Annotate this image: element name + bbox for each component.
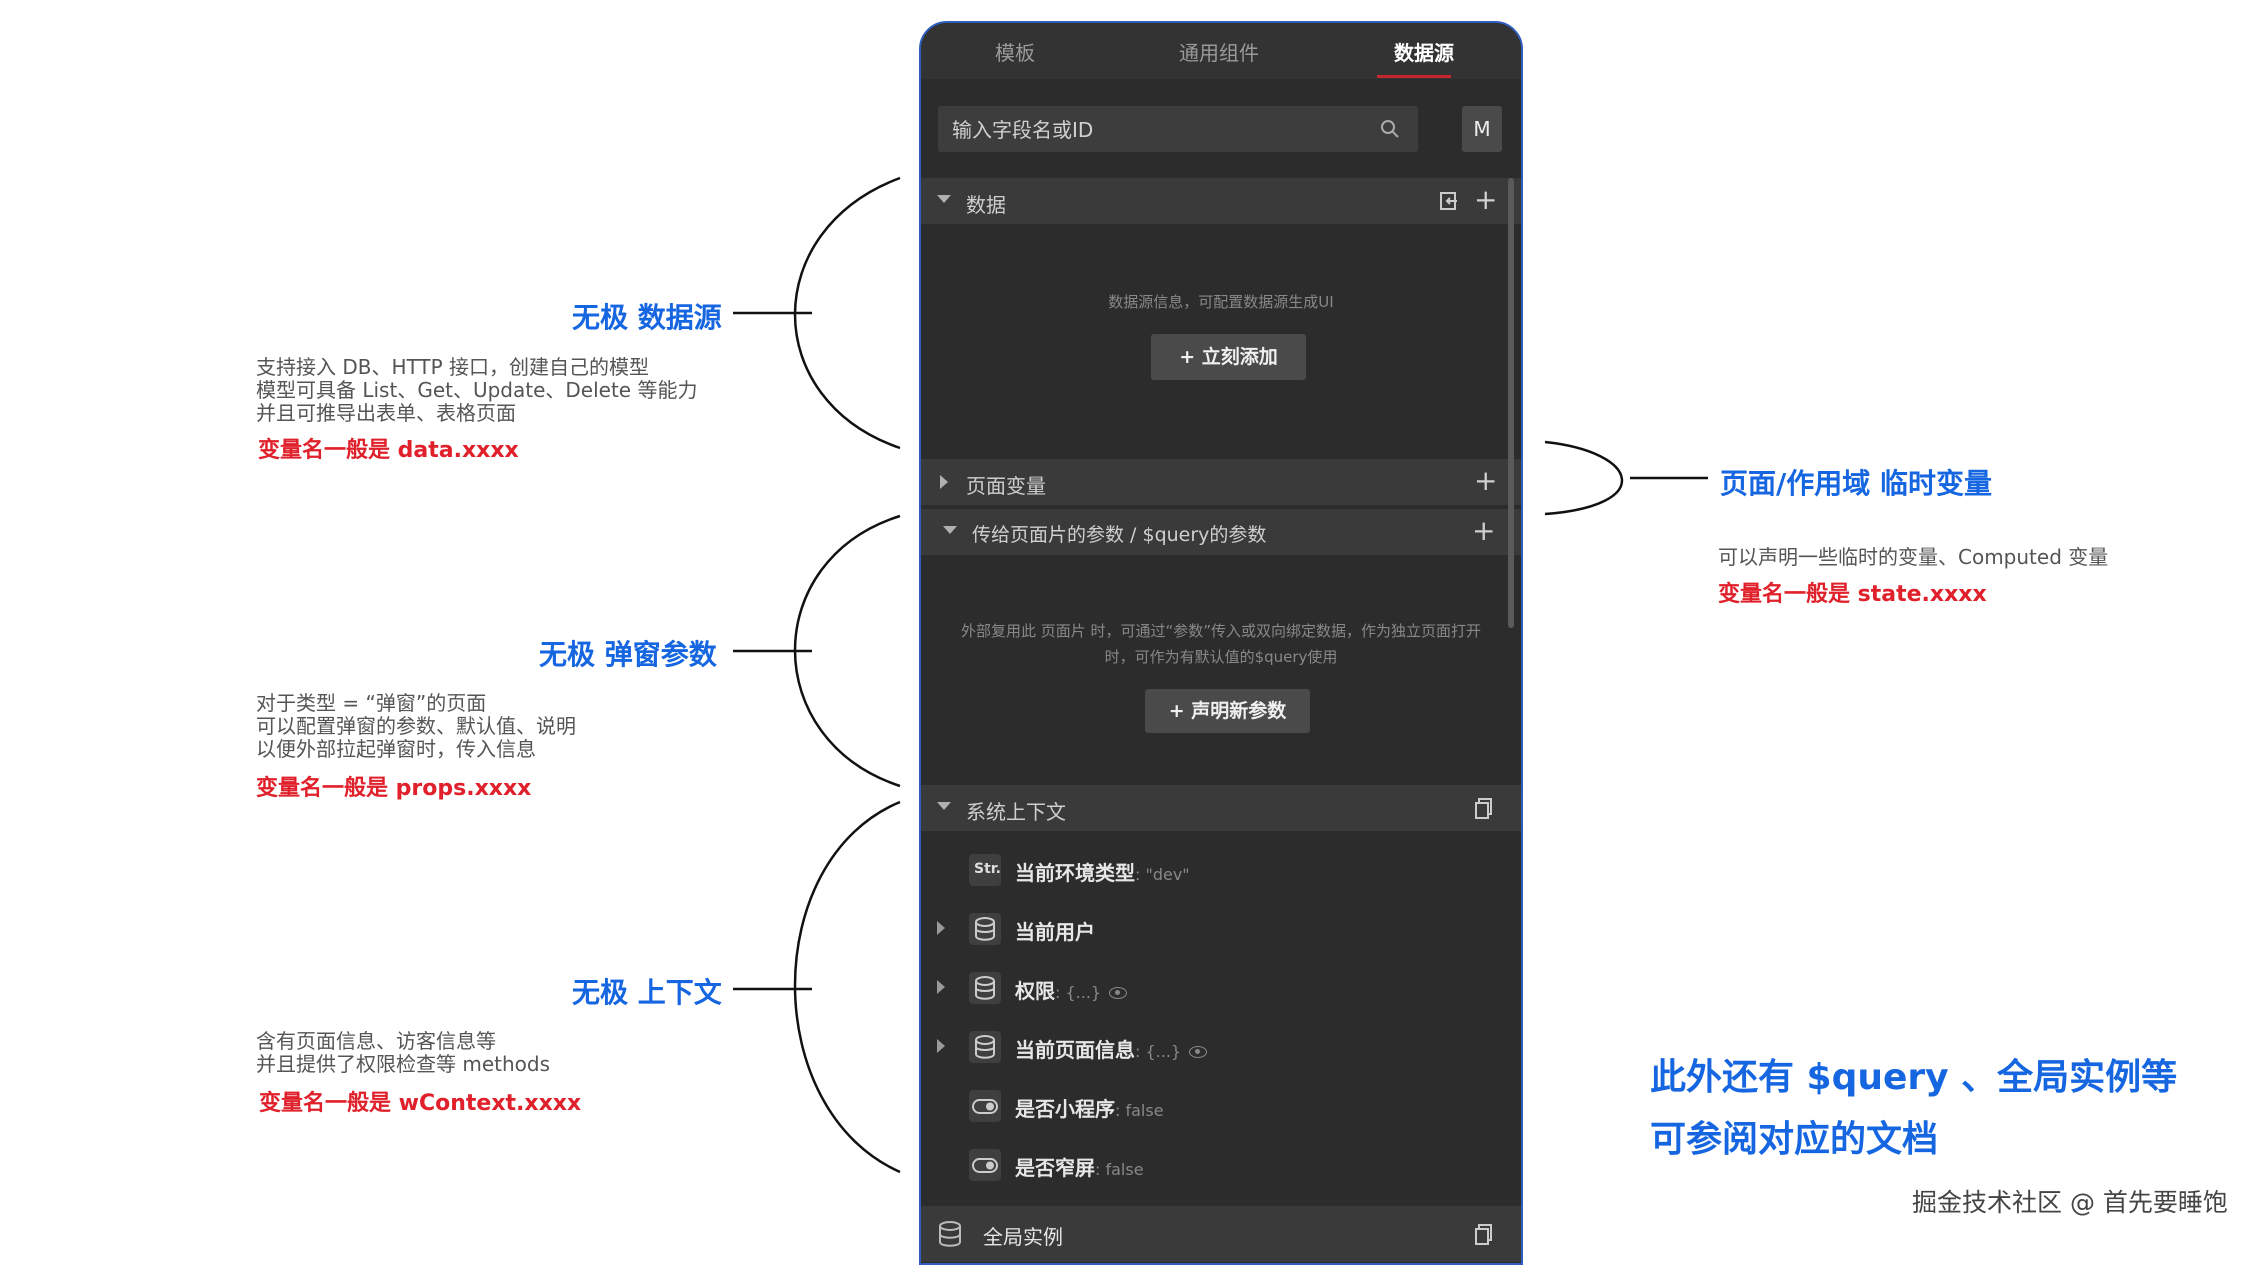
annotation-popup-var: 变量名一般是 props.xxxx bbox=[256, 776, 532, 801]
search-icon[interactable] bbox=[1380, 119, 1400, 139]
annotation-state-desc: 可以声明一些临时的变量、Computed 变量 bbox=[1718, 545, 2109, 569]
context-item[interactable]: 当前页面信息: {...} bbox=[921, 1027, 1521, 1067]
tab-datasource[interactable]: 数据源 bbox=[1394, 41, 1454, 65]
panel-scrollbar[interactable] bbox=[1508, 178, 1514, 628]
section-params-header[interactable]: 传给页面片的参数 / $query的参数 + bbox=[921, 509, 1521, 555]
context-item-value: : "dev" bbox=[1135, 865, 1190, 884]
expand-arrow-icon[interactable] bbox=[937, 921, 945, 935]
eye-icon[interactable] bbox=[1189, 1046, 1208, 1058]
import-icon[interactable] bbox=[1439, 191, 1459, 211]
context-item-label: 是否小程序: false bbox=[1015, 1093, 1164, 1122]
context-item-label: 是否窄屏: false bbox=[1015, 1152, 1144, 1181]
context-item-label: 当前页面信息: {...} bbox=[1015, 1034, 1208, 1063]
context-item-name: 权限 bbox=[1015, 979, 1055, 1003]
context-item-label: 当前环境类型: "dev" bbox=[1015, 857, 1190, 886]
section-data-title: 数据 bbox=[966, 193, 1006, 217]
context-item-name: 当前页面信息 bbox=[1015, 1038, 1135, 1062]
annotation-state-title: 页面/作用域 临时变量 bbox=[1720, 467, 1992, 500]
context-item-value: : {...} bbox=[1055, 983, 1102, 1002]
database-icon bbox=[969, 972, 1001, 1004]
expand-arrow-icon[interactable] bbox=[937, 1039, 945, 1053]
context-item[interactable]: Str. 当前环境类型: "dev" bbox=[921, 850, 1521, 890]
expand-arrow-icon[interactable] bbox=[937, 980, 945, 994]
context-item[interactable]: 当前用户 bbox=[921, 909, 1521, 949]
add-param-icon[interactable]: + bbox=[1472, 514, 1496, 547]
annotation-context-var: 变量名一般是 wContext.xxxx bbox=[259, 1091, 582, 1116]
annotation-popup-title: 无极 弹窗参数 bbox=[539, 638, 717, 671]
toggle-icon bbox=[969, 1090, 1001, 1122]
context-item-name: 当前用户 bbox=[1015, 920, 1095, 944]
context-item-value: : false bbox=[1115, 1101, 1164, 1120]
string-icon: Str. bbox=[969, 854, 1001, 886]
annotation-datasource-var: 变量名一般是 data.xxxx bbox=[258, 438, 519, 463]
collapse-arrow-icon[interactable] bbox=[937, 802, 951, 810]
database-icon bbox=[969, 913, 1001, 945]
annotation-context-title: 无极 上下文 bbox=[572, 976, 722, 1009]
params-hint-line2: 时，可作为有默认值的$query使用 bbox=[1104, 648, 1338, 666]
footer-watermark: 掘金技术社区 @ 首先要睡饱 bbox=[1912, 1188, 2228, 1217]
expand-arrow-icon[interactable] bbox=[940, 475, 948, 489]
database-icon bbox=[969, 1031, 1001, 1063]
add-now-button[interactable]: + 立刻添加 bbox=[1151, 334, 1306, 380]
context-item-name: 是否窄屏 bbox=[1015, 1156, 1095, 1180]
tab-common-components[interactable]: 通用组件 bbox=[1179, 41, 1259, 65]
search-input[interactable] bbox=[950, 106, 1374, 154]
annotation-state-var: 变量名一般是 state.xxxx bbox=[1718, 582, 1987, 607]
annotation-datasource-title: 无极 数据源 bbox=[572, 301, 722, 334]
add-data-icon[interactable]: + bbox=[1474, 183, 1498, 216]
add-page-var-icon[interactable]: + bbox=[1474, 464, 1498, 497]
tab-template[interactable]: 模板 bbox=[995, 41, 1035, 65]
database-icon bbox=[939, 1221, 961, 1247]
copy-icon[interactable] bbox=[1474, 1223, 1494, 1245]
section-page-vars-title: 页面变量 bbox=[966, 474, 1046, 498]
params-hint-line1: 外部复用此 页面片 时，可通过“参数”传入或双向绑定数据，作为独立页面打开 bbox=[960, 622, 1482, 640]
annotation-popup-desc: 对于类型 = “弹窗”的页面 可以配置弹窗的参数、默认值、说明 以便外部拉起弹窗… bbox=[256, 691, 576, 761]
section-global-instance-header[interactable]: 全局实例 bbox=[921, 1206, 1521, 1262]
context-item[interactable]: 是否窄屏: false bbox=[921, 1145, 1521, 1185]
search-box bbox=[938, 106, 1418, 154]
context-item-name: 当前环境类型 bbox=[1015, 861, 1135, 885]
eye-icon[interactable] bbox=[1109, 987, 1128, 999]
panel-tabs: 模板 通用组件 数据源 bbox=[921, 23, 1521, 79]
context-item[interactable]: 权限: {...} bbox=[921, 968, 1521, 1008]
section-page-vars-header[interactable]: 页面变量 + bbox=[921, 459, 1521, 505]
context-item-value: : false bbox=[1095, 1160, 1144, 1179]
section-global-instance-title: 全局实例 bbox=[983, 1225, 1063, 1249]
toggle-icon bbox=[969, 1149, 1001, 1181]
section-system-context-header[interactable]: 系统上下文 bbox=[921, 785, 1521, 831]
section-params-title: 传给页面片的参数 / $query的参数 bbox=[972, 524, 1267, 546]
copy-icon[interactable] bbox=[1474, 797, 1494, 819]
m-button[interactable]: M bbox=[1462, 106, 1502, 152]
annotation-extra-line2: 可参阅对应的文档 bbox=[1650, 1119, 1939, 1160]
context-item-value: : {...} bbox=[1135, 1042, 1182, 1061]
active-tab-indicator bbox=[1377, 75, 1451, 78]
context-item-name: 是否小程序 bbox=[1015, 1097, 1115, 1121]
data-empty-hint: 数据源信息，可配置数据源生成UI bbox=[1108, 293, 1334, 311]
section-system-context-title: 系统上下文 bbox=[966, 800, 1066, 824]
section-data-header[interactable]: 数据 + bbox=[921, 178, 1521, 224]
declare-param-button[interactable]: + 声明新参数 bbox=[1145, 689, 1310, 733]
collapse-arrow-icon[interactable] bbox=[937, 195, 951, 203]
datasource-panel: 模板 通用组件 数据源 M 数据 + 数据源信息，可配置数据源生成UI + 立刻… bbox=[919, 21, 1523, 1265]
annotation-datasource-desc: 支持接入 DB、HTTP 接口，创建自己的模型 模型可具备 List、Get、U… bbox=[256, 355, 698, 425]
collapse-arrow-icon[interactable] bbox=[943, 526, 957, 534]
context-item[interactable]: 是否小程序: false bbox=[921, 1086, 1521, 1126]
context-item-label: 当前用户 bbox=[1015, 916, 1095, 945]
annotation-context-desc: 含有页面信息、访客信息等 并且提供了权限检查等 methods bbox=[256, 1029, 551, 1076]
context-item-label: 权限: {...} bbox=[1015, 975, 1128, 1004]
annotation-extra-line1: 此外还有 $query 、全局实例等 bbox=[1650, 1057, 2178, 1098]
